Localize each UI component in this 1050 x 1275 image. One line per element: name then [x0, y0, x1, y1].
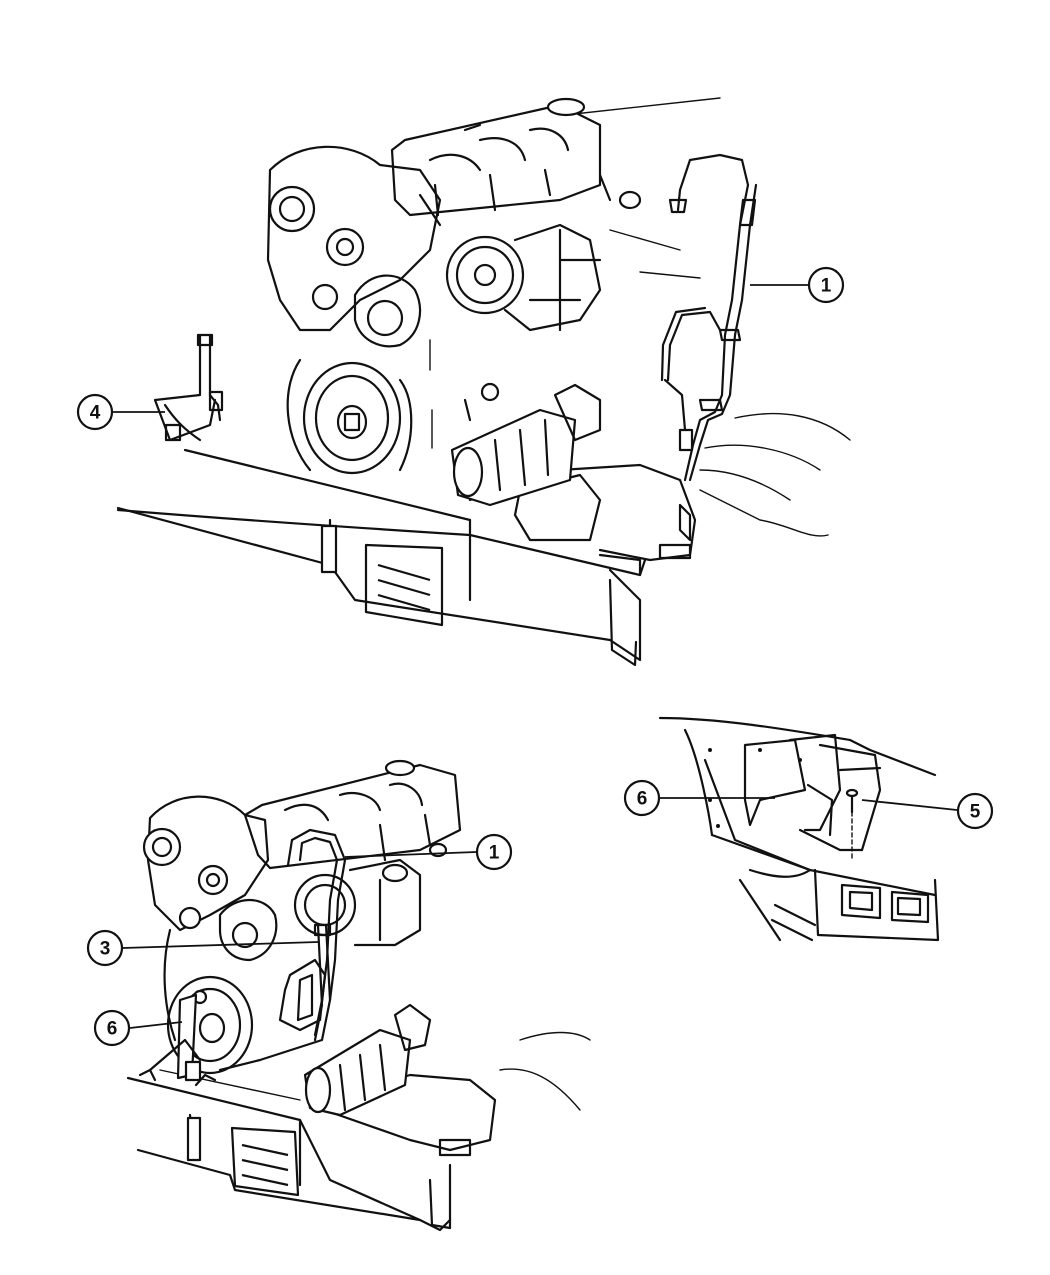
bottom-engine-view: [126, 759, 591, 1232]
callout-1-bottom: 1: [344, 833, 513, 871]
callout-1-top: 1: [750, 266, 845, 304]
callout-circle: [86, 929, 124, 967]
callout-number-6: 6: [637, 789, 648, 810]
callout-number-4: 4: [90, 403, 101, 424]
callout-number-1: 1: [489, 843, 500, 864]
callout-4-top: 4: [76, 393, 165, 431]
callout-circle: [76, 393, 114, 431]
top-engine-view: [116, 97, 851, 667]
callout-5-inset: 5: [861, 792, 994, 830]
callout-number-1: 1: [821, 276, 832, 297]
callout-circle: [807, 266, 845, 304]
callout-3-bottom: 3: [86, 929, 319, 967]
callout-6-bottom: 6: [93, 1009, 183, 1047]
callout-circle: [623, 779, 661, 817]
callout-number-5: 5: [970, 802, 981, 823]
callout-6-inset: 6: [623, 779, 775, 817]
inset-bracket-view: [658, 716, 940, 942]
callout-number-3: 3: [100, 939, 111, 960]
callout-circle: [93, 1009, 131, 1047]
callout-circle: [956, 792, 994, 830]
callout-circle: [475, 833, 513, 871]
callout-number-6: 6: [107, 1019, 118, 1040]
